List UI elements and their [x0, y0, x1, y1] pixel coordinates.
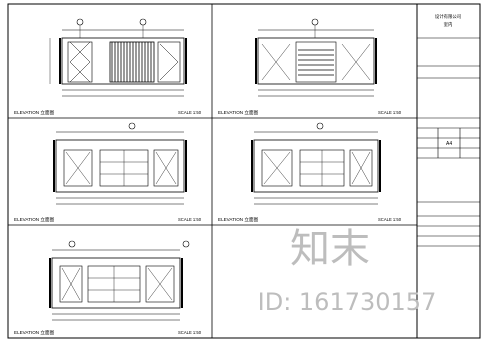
title-block-note: A4: [446, 141, 452, 147]
panel-5-title: ELEVATION 立面图: [14, 329, 55, 336]
panel-2-title: ELEVATION 立面图: [218, 109, 259, 116]
title-block: [417, 37, 480, 247]
panel-3-scale: SCALE 1:50: [178, 217, 202, 222]
elevation-panel-5: [49, 240, 190, 321]
title-block-company: 设计有限公司: [435, 13, 461, 20]
watermark-id: ID: 161730157: [258, 288, 437, 316]
elevation-panel-4: [251, 122, 381, 205]
panel-4-scale: SCALE 1:50: [378, 217, 402, 222]
elevation-panel-3: [53, 122, 187, 205]
panel-5-scale: SCALE 1:50: [178, 330, 202, 335]
title-block-sub: 室内: [444, 21, 453, 28]
sheet-border: [7, 3, 481, 339]
elevation-panel-2: [255, 18, 377, 97]
panel-2-scale: SCALE 1:50: [378, 110, 402, 115]
watermark-logo: 知末: [290, 226, 370, 272]
panel-4-title: ELEVATION 立面图: [218, 216, 259, 223]
panel-1-scale: SCALE 1:50: [178, 110, 202, 115]
elevation-panel-1: [49, 18, 187, 97]
panel-1-title: ELEVATION 立面图: [14, 109, 55, 116]
panel-3-title: ELEVATION 立面图: [14, 216, 55, 223]
